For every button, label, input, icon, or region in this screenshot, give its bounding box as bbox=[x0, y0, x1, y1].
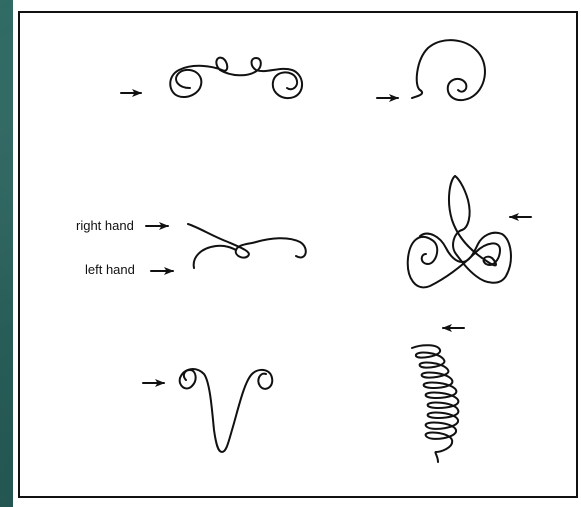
hooked-spiral bbox=[412, 40, 485, 100]
two-hand-strokes bbox=[188, 224, 306, 268]
left-hand-label: left hand bbox=[85, 262, 135, 277]
horns-v-shape bbox=[180, 369, 273, 452]
bow-knot-spirals bbox=[408, 176, 511, 287]
coiled-spring bbox=[412, 345, 458, 462]
double-scroll-loops bbox=[170, 58, 302, 98]
right-hand-label: right hand bbox=[76, 218, 134, 233]
